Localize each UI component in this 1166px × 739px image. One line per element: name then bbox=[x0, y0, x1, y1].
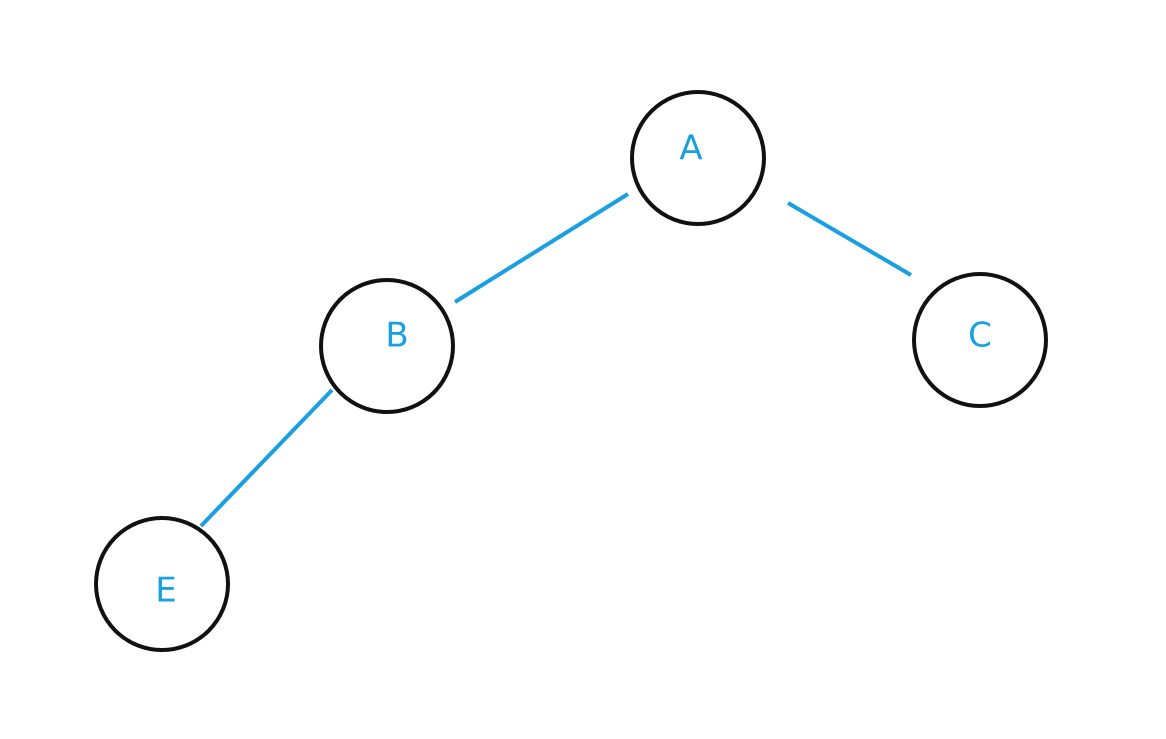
edge-a-b bbox=[453, 192, 630, 304]
node-e-circle bbox=[94, 516, 230, 652]
nodes-layer: A B C E bbox=[94, 90, 1048, 652]
node-e-label: E bbox=[155, 571, 176, 611]
edges-layer bbox=[199, 192, 913, 528]
node-b-label: B bbox=[385, 316, 408, 356]
node-a: A bbox=[630, 90, 766, 226]
node-a-circle bbox=[630, 90, 766, 226]
edge-b-e bbox=[199, 388, 334, 528]
node-a-label: A bbox=[679, 129, 702, 169]
edge-a-c bbox=[786, 201, 913, 277]
node-b: B bbox=[319, 278, 455, 414]
node-e: E bbox=[94, 516, 230, 652]
node-c-label: C bbox=[968, 316, 992, 356]
node-b-circle bbox=[319, 278, 455, 414]
node-c-circle bbox=[912, 272, 1048, 408]
node-c: C bbox=[912, 272, 1048, 408]
